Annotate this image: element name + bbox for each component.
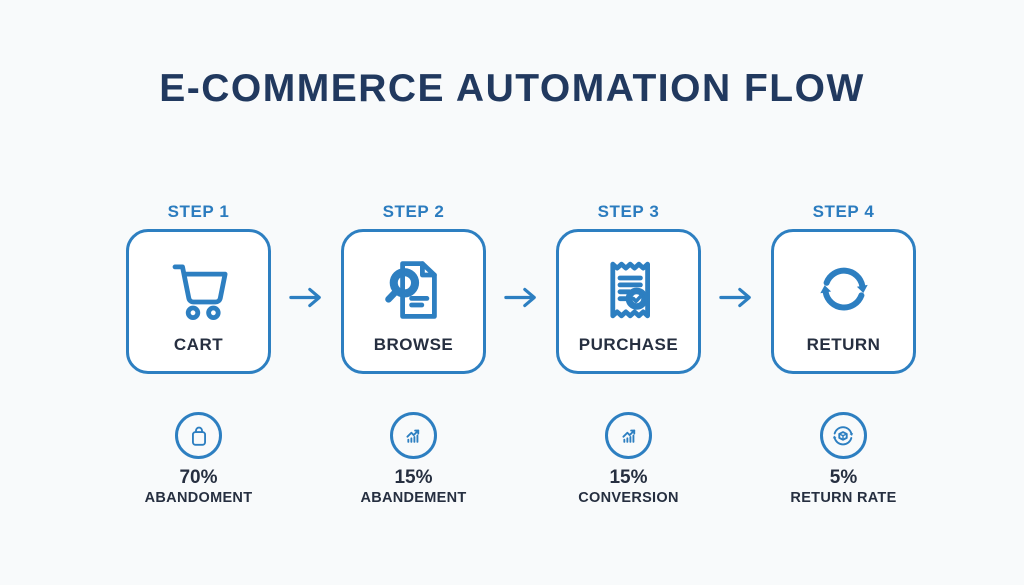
step-3-label: STEP 3 bbox=[597, 202, 660, 221]
step-4-name: RETURN bbox=[806, 335, 881, 354]
stat-1-label: ABANDOMENT bbox=[144, 490, 253, 506]
stat-abandement: 15% ABANDEMENT bbox=[360, 412, 466, 506]
stat-1-circle bbox=[175, 412, 222, 459]
step-1-box: CART bbox=[126, 229, 271, 374]
shopping-cart-icon bbox=[172, 264, 227, 321]
flow-diagram: STEP 1 CART 70% ABANDOMENT bbox=[126, 201, 916, 506]
step-3-box: PURCHASE bbox=[556, 229, 701, 374]
stat-2-circle bbox=[389, 412, 437, 459]
step-column-purchase: STEP 3 PURCHASE bbox=[556, 201, 701, 506]
stat-3-value: 15% bbox=[609, 467, 648, 488]
arrow-right-icon bbox=[504, 287, 536, 308]
growth-chart-icon bbox=[406, 429, 420, 443]
step-4-label: STEP 4 bbox=[812, 202, 875, 221]
stat-4-label: RETURN RATE bbox=[790, 490, 897, 506]
stat-1-value: 70% bbox=[179, 467, 218, 488]
step-column-browse: STEP 2 BROWSE bbox=[341, 201, 486, 506]
step-2-box: BROWSE bbox=[341, 229, 486, 374]
stat-2-label: ABANDEMENT bbox=[360, 490, 467, 506]
stat-2-value: 15% bbox=[394, 467, 433, 488]
arrow-gap-2 bbox=[486, 201, 556, 310]
arrow-right-icon bbox=[719, 287, 751, 308]
step-column-return: STEP 4 RETURN bbox=[771, 201, 916, 506]
receipt-check-icon bbox=[609, 261, 650, 319]
step-2-label: STEP 2 bbox=[382, 202, 445, 221]
search-document-icon bbox=[384, 261, 437, 319]
arrow-gap-3 bbox=[701, 201, 771, 310]
stat-4-value: 5% bbox=[829, 467, 858, 488]
stat-conversion: 15% CONVERSION bbox=[578, 412, 679, 506]
arrow-gap-1 bbox=[271, 201, 341, 310]
step-4-box: RETURN bbox=[771, 229, 916, 374]
growth-chart-icon bbox=[621, 429, 635, 443]
stat-abandoment: 70% ABANDOMENT bbox=[145, 412, 253, 506]
package-return-icon bbox=[833, 425, 854, 445]
cycle-arrows-icon bbox=[819, 267, 868, 311]
shopping-bag-icon bbox=[191, 426, 206, 446]
stat-3-circle bbox=[605, 412, 652, 459]
step-1-label: STEP 1 bbox=[167, 202, 230, 221]
arrow-right-icon bbox=[289, 287, 321, 308]
step-column-cart: STEP 1 CART 70% ABANDOMENT bbox=[126, 201, 271, 506]
stat-return-rate: 5% RETURN RATE bbox=[790, 412, 896, 506]
step-1-name: CART bbox=[173, 335, 224, 354]
stat-4-circle bbox=[819, 412, 867, 459]
stat-3-label: CONVERSION bbox=[578, 490, 679, 506]
step-3-name: PURCHASE bbox=[578, 335, 679, 354]
step-2-name: BROWSE bbox=[373, 335, 454, 354]
page-title: E-COMMERCE AUTOMATION FLOW bbox=[159, 67, 865, 110]
